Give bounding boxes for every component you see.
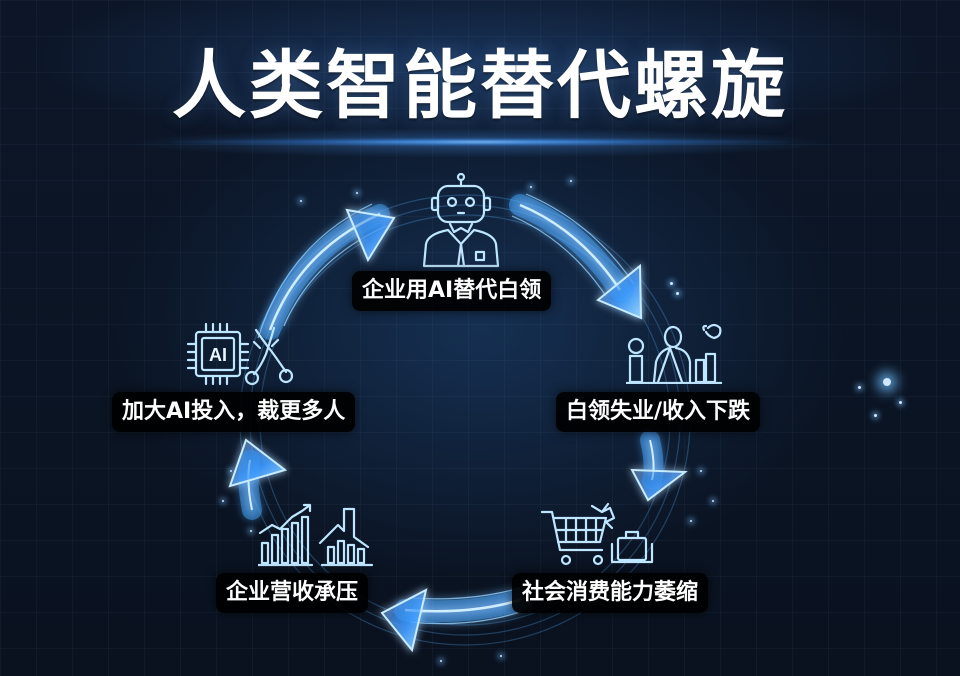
sparkle bbox=[700, 470, 702, 472]
title-underline-glow bbox=[170, 138, 790, 146]
sparkle bbox=[690, 520, 692, 522]
unemployed-people-icon bbox=[626, 323, 722, 384]
shopping-cart-icon bbox=[540, 502, 654, 566]
node-label: 加大AI投入，裁更多人 bbox=[112, 392, 356, 432]
arrow-step3-to-step4 bbox=[380, 587, 531, 653]
sparkle bbox=[670, 282, 673, 285]
robot-in-suit-icon bbox=[422, 172, 500, 268]
sparkle bbox=[712, 500, 714, 502]
node-label: 社会消费能力萎缩 bbox=[512, 573, 709, 613]
sparkle bbox=[530, 186, 532, 188]
ai-chip-icon: AI bbox=[186, 322, 250, 386]
ai-chip-scissors-icon: AI bbox=[186, 322, 294, 386]
sparkle bbox=[440, 660, 442, 662]
svg-text:AI: AI bbox=[209, 345, 227, 365]
sparkle bbox=[858, 386, 861, 389]
scissors-icon bbox=[244, 326, 294, 386]
sparkle bbox=[356, 192, 358, 194]
sparkle bbox=[300, 200, 302, 202]
sparkle bbox=[883, 378, 891, 386]
node-label: 企业用AI替代白领 bbox=[352, 271, 552, 311]
bar-charts-icon bbox=[258, 503, 374, 567]
arrow-step1-to-step2 bbox=[509, 193, 643, 320]
arrow-step5-to-step1 bbox=[257, 203, 396, 340]
sparkle bbox=[222, 500, 224, 502]
sparkle bbox=[899, 401, 902, 404]
arrow-step4-to-step5 bbox=[228, 438, 288, 520]
node-label: 白领失业/收入下跌 bbox=[556, 392, 761, 432]
sparkle bbox=[500, 655, 502, 657]
sparkle bbox=[250, 530, 252, 532]
sparkle bbox=[874, 414, 877, 417]
sparkle bbox=[230, 470, 232, 472]
page-title: 人类智能替代螺旋 bbox=[172, 43, 788, 129]
node-label: 企业营收承压 bbox=[216, 573, 369, 613]
arrow-step2-to-step3 bbox=[630, 430, 688, 502]
sparkle bbox=[570, 180, 572, 182]
sparkle bbox=[676, 292, 679, 295]
